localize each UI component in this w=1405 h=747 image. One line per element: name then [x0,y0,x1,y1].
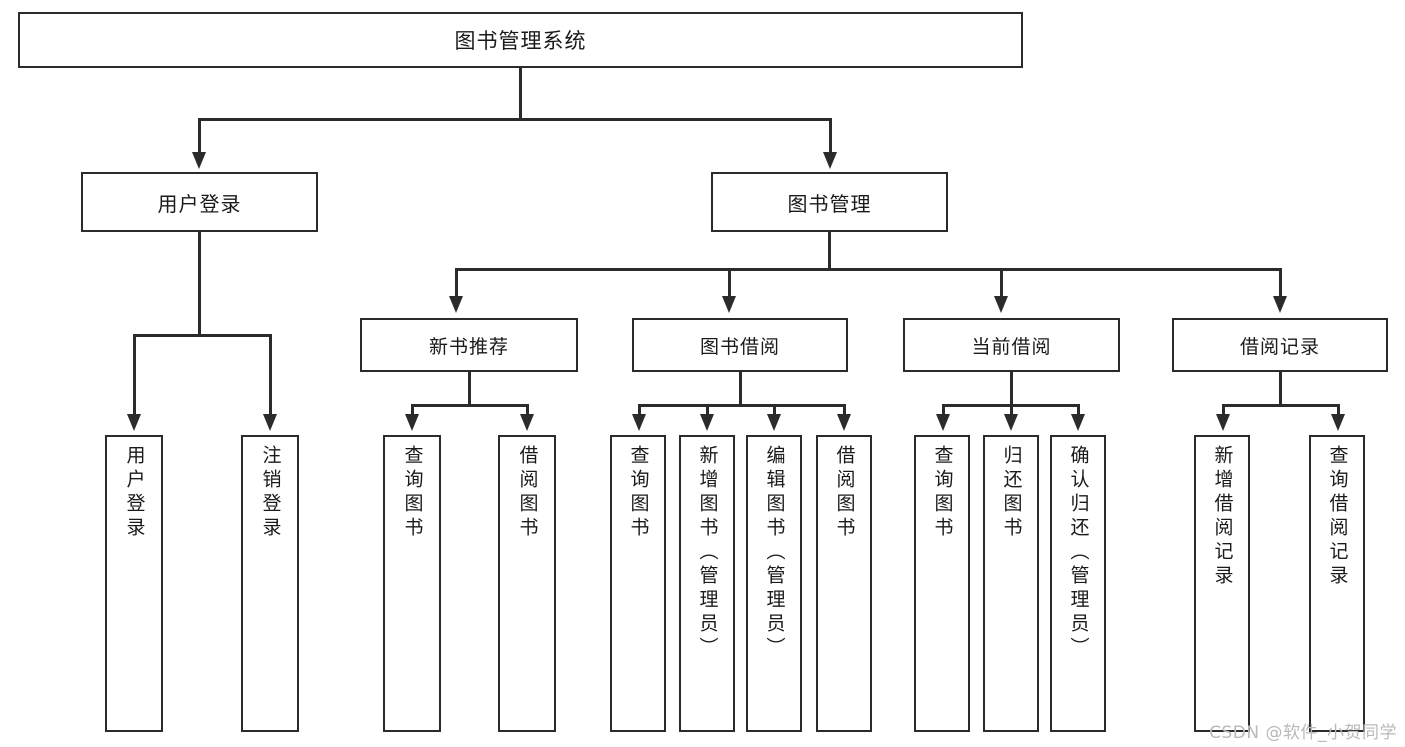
connector-current-borrow-drop-3 [1077,404,1080,416]
leaf-confirm-return-admin[interactable]: 确认归还（管理员） [1050,435,1106,732]
connector-borrow-record-stem [1279,372,1282,406]
leaf-borrow-book-borrow[interactable]: 借阅图书 [816,435,872,732]
connector-current-borrow-drop-2 [1010,404,1013,416]
connector-book-borrow-bus [639,404,845,407]
node-label: 查询图书 [627,445,650,541]
leaf-borrow-book-recommend[interactable]: 借阅图书 [498,435,556,732]
connector-current-borrow-drop-1 [942,404,945,416]
connector-new-book-drop-2 [526,404,529,416]
arrow-to-return-book [1004,414,1018,431]
node-root-system[interactable]: 图书管理系统 [18,12,1023,68]
node-new-book-recommend[interactable]: 新书推荐 [360,318,578,372]
arrow-to-borrow-book-1 [520,414,534,431]
connector-book-management-stem [828,232,831,270]
arrow-to-logout-leaf [263,414,277,431]
leaf-user-login[interactable]: 用户登录 [105,435,163,732]
connector-new-book-stem [468,372,471,406]
arrow-to-book-management [823,152,837,169]
arrow-to-query-book-1 [405,414,419,431]
node-book-borrow[interactable]: 图书借阅 [632,318,848,372]
node-label: 新增图书（管理员） [696,445,719,661]
connector-current-borrow-stem [1010,372,1013,406]
arrow-to-borrow-record [1273,296,1287,313]
connector-borrow-record-drop-1 [1222,404,1225,416]
node-current-borrow[interactable]: 当前借阅 [903,318,1120,372]
leaf-add-book-admin[interactable]: 新增图书（管理员） [679,435,735,732]
node-label: 查询图书 [401,445,424,541]
node-book-management[interactable]: 图书管理 [711,172,948,232]
node-label: 确认归还（管理员） [1067,445,1090,661]
leaf-query-borrow-record[interactable]: 查询借阅记录 [1309,435,1365,732]
leaf-add-borrow-record[interactable]: 新增借阅记录 [1194,435,1250,732]
connector-root-stem [519,68,522,120]
arrow-to-query-book-3 [936,414,950,431]
node-label: 借阅记录 [1239,335,1320,358]
connector-l2-drop-4 [1279,268,1282,298]
connector-borrow-record-drop-2 [1337,404,1340,416]
connector-root-drop-right [829,118,832,154]
node-label: 新书推荐 [428,335,509,358]
arrow-to-query-book-2 [632,414,646,431]
arrow-to-current-borrow [994,296,1008,313]
connector-l2-drop-3 [1000,268,1003,298]
node-label: 注销登录 [259,445,282,541]
connector-book-borrow-drop-1 [638,404,641,416]
arrow-to-new-book-recommend [449,296,463,313]
node-label: 图书管理 [787,191,872,216]
connector-book-borrow-drop-2 [706,404,709,416]
leaf-query-book-borrow[interactable]: 查询图书 [610,435,666,732]
connector-user-login-stem [198,232,201,336]
node-label: 用户登录 [123,445,146,541]
leaf-query-book-current[interactable]: 查询图书 [914,435,970,732]
connector-root-drop-left [198,118,201,154]
leaf-edit-book-admin[interactable]: 编辑图书（管理员） [746,435,802,732]
node-label: 借阅图书 [516,445,539,541]
node-label: 查询借阅记录 [1326,445,1349,589]
connector-user-login-bus [134,334,271,337]
connector-user-login-drop-1 [133,334,136,416]
node-label: 图书借阅 [699,335,780,358]
leaf-return-book[interactable]: 归还图书 [983,435,1039,732]
connector-book-borrow-drop-3 [773,404,776,416]
node-label: 归还图书 [1000,445,1023,541]
node-label: 用户登录 [157,191,242,216]
arrow-to-query-borrow-record [1331,414,1345,431]
arrow-to-confirm-return [1071,414,1085,431]
arrow-to-borrow-book-2 [837,414,851,431]
node-user-login[interactable]: 用户登录 [81,172,318,232]
connector-book-borrow-drop-4 [843,404,846,416]
connector-user-login-drop-2 [269,334,272,416]
node-label: 新增借阅记录 [1211,445,1234,589]
connector-l2-drop-1 [455,268,458,298]
connector-new-book-bus [412,404,528,407]
arrow-to-add-borrow-record [1216,414,1230,431]
node-label: 编辑图书（管理员） [763,445,786,661]
leaf-query-book-recommend[interactable]: 查询图书 [383,435,441,732]
connector-l2-drop-2 [728,268,731,298]
node-label: 图书管理系统 [454,29,587,53]
connector-borrow-record-bus [1223,404,1339,407]
arrow-to-book-borrow [722,296,736,313]
node-label: 查询图书 [931,445,954,541]
arrow-to-user-login [192,152,206,169]
node-label: 借阅图书 [833,445,856,541]
connector-new-book-drop-1 [411,404,414,416]
node-label: 当前借阅 [971,335,1052,358]
arrow-to-edit-book [767,414,781,431]
leaf-logout[interactable]: 注销登录 [241,435,299,732]
connector-book-borrow-stem [739,372,742,406]
connector-book-management-bus [456,268,1281,271]
arrow-to-add-book [700,414,714,431]
arrow-to-user-login-leaf [127,414,141,431]
node-borrow-record[interactable]: 借阅记录 [1172,318,1388,372]
connector-root-bus [199,118,831,121]
